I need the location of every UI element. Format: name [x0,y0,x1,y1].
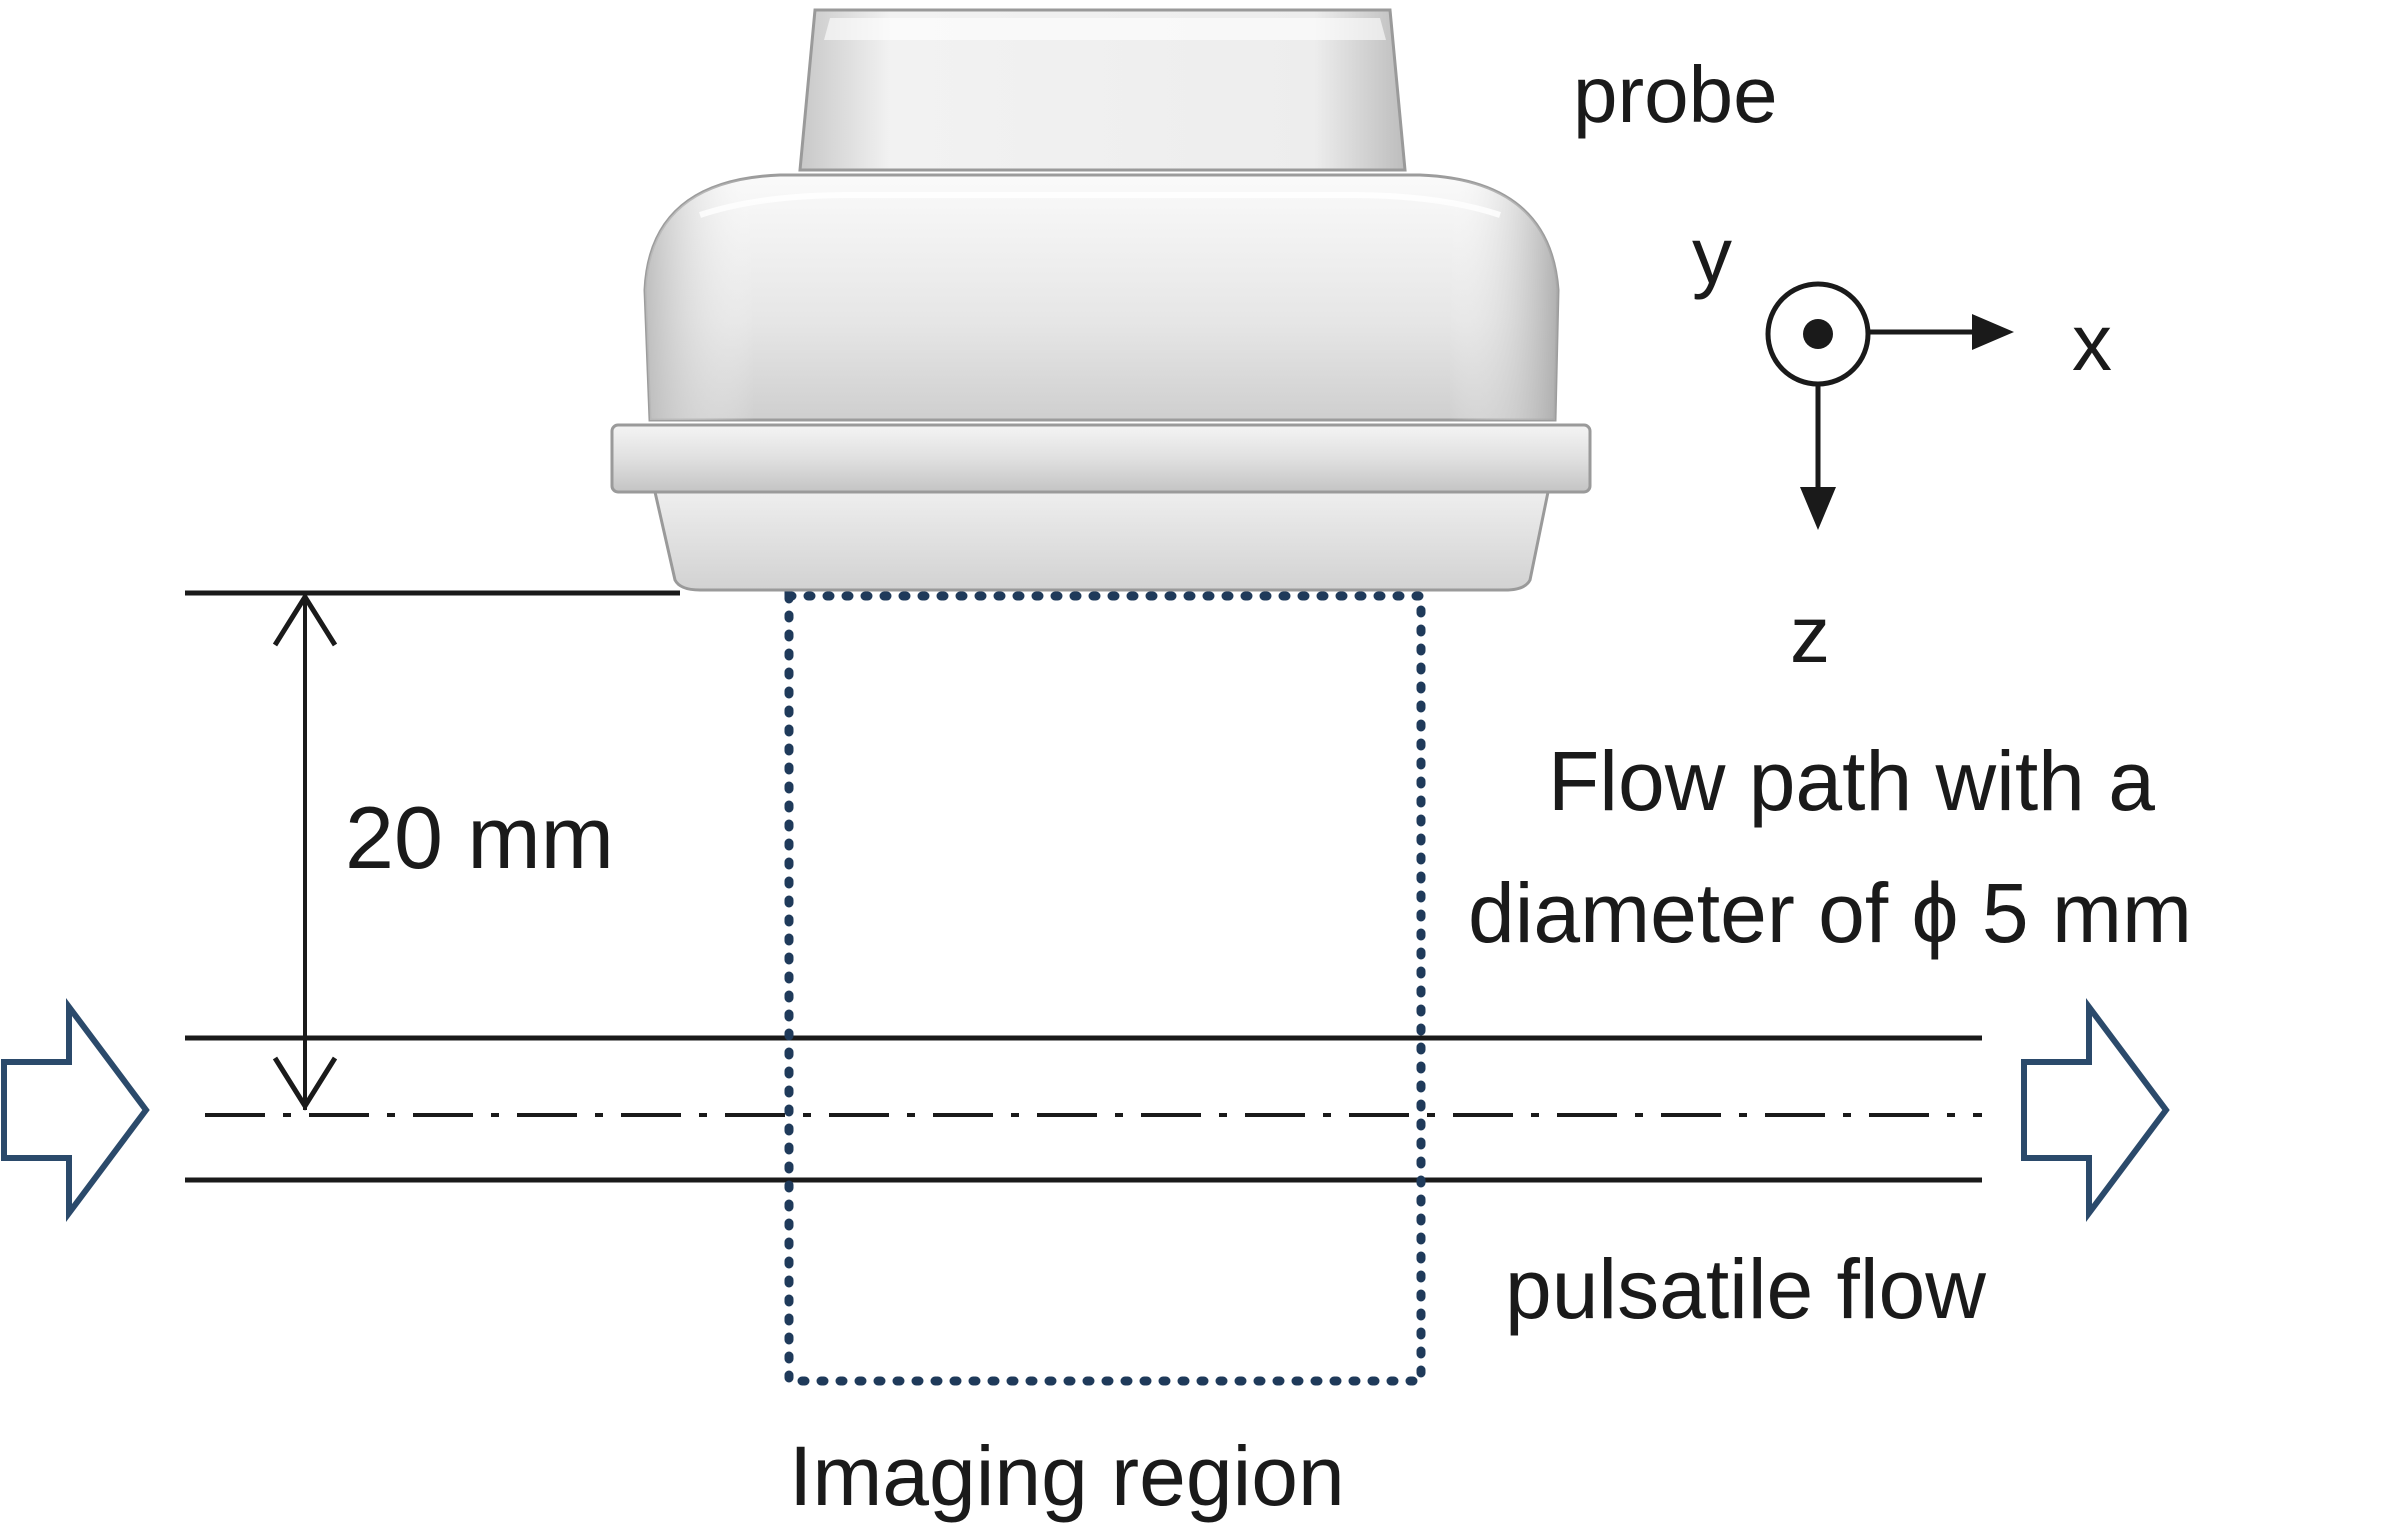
coordinate-axes: y x z [1692,211,2112,679]
axis-y-label: y [1692,211,1732,300]
x-axis-arrowhead-icon [1972,314,2014,350]
dimension-arrow-bottom-icon [272,1056,338,1111]
flow-path-label-line2: diameter of ϕ 5 mm [1468,866,2192,960]
distance-label: 20 mm [345,788,614,887]
flow-path [185,1035,1982,1183]
flow-in-arrow-icon [1,997,150,1223]
flow-path-label-line1: Flow path with a [1548,734,2155,828]
dimension-arrow-top-icon [272,592,338,647]
imaging-region-label: Imaging region [789,1429,1345,1523]
distance-dimension [185,590,680,1111]
pulsatile-flow-label: pulsatile flow [1505,1242,1986,1336]
axis-x-label: x [2072,298,2112,387]
axis-z-label: z [1790,590,1830,679]
imaging-region-box [784,591,1426,1386]
probe-label: probe [1573,50,1778,139]
probe-illustration [610,8,1592,592]
z-axis-arrowhead-icon [1800,487,1836,530]
flow-out-arrow-icon [2021,997,2170,1223]
